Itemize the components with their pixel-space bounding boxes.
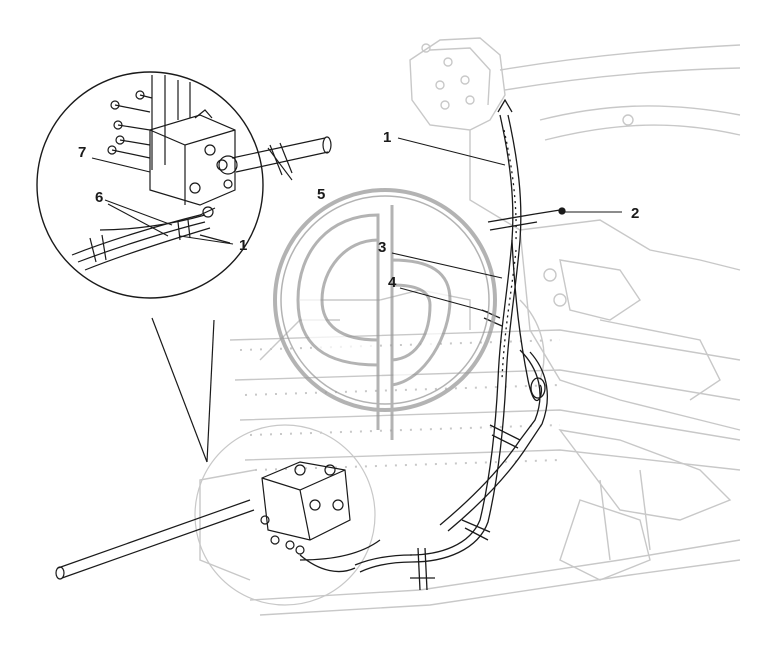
callout-7: 7	[78, 144, 86, 161]
watermark-logo	[273, 188, 497, 440]
callout-4: 4	[388, 274, 397, 291]
magnifier-leader	[151, 317, 215, 463]
callout-1-detail: 1	[239, 237, 247, 254]
detail-origin-circle	[194, 424, 376, 606]
leader-lines	[91, 137, 622, 313]
callout-5: 5	[317, 186, 325, 203]
background-frame	[199, 37, 741, 616]
hose-harness	[299, 98, 566, 591]
callout-6: 6	[95, 189, 103, 206]
callout-labels: 1 2 3 4 1 5 6 7	[78, 129, 639, 291]
callout-2: 2	[631, 205, 639, 222]
callout-3: 3	[378, 239, 386, 256]
callout-1-main: 1	[383, 129, 391, 146]
detail-magnified-circle	[36, 71, 332, 299]
valve-assembly-small	[55, 461, 381, 580]
